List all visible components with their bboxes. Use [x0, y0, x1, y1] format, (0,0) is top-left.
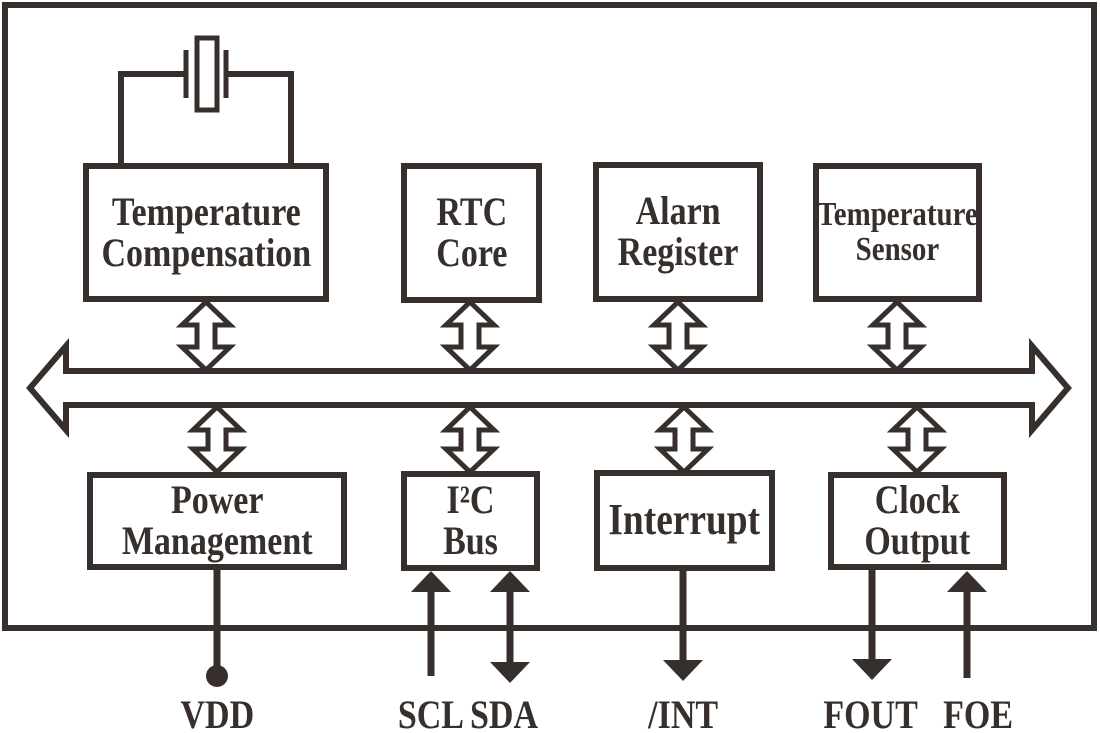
pin-label-vdd: VDD — [162, 692, 272, 733]
sda-arrowhead-up-icon — [490, 571, 530, 592]
pin-label-text: SDA — [469, 692, 539, 733]
bus-link-clock-output — [886, 403, 948, 476]
bus-link-alarn-register — [647, 298, 709, 374]
block-label: Interrupt — [608, 495, 761, 545]
block-interrupt: Interrupt — [594, 470, 775, 571]
block-label: Temperature Sensor — [817, 195, 978, 268]
pin-label-text: FOE — [943, 692, 1013, 733]
block-label: Alarn Register — [617, 188, 739, 274]
block-label: I²C Bus — [443, 477, 512, 563]
block-temperature-sensor: Temperature Sensor — [813, 163, 982, 302]
pin-label-text: VDD — [180, 692, 254, 733]
pin-scl — [411, 571, 451, 676]
block-rtc-core: RTC Core — [401, 163, 542, 303]
crystal-wire-right — [226, 71, 294, 166]
pin-label-text: SCL — [397, 692, 465, 733]
foe-arrowhead-up-icon — [947, 571, 987, 592]
pin-fout — [852, 570, 892, 680]
block-temperature-compensation: Temperature Compensation — [83, 163, 329, 302]
pin-foe — [947, 571, 987, 678]
pin-label-scl: SCL — [376, 692, 486, 733]
int-arrowhead-down-icon — [663, 660, 703, 681]
pin-label-text: FOUT — [823, 692, 919, 733]
crystal-body — [194, 35, 220, 113]
bus-link-temperature-sensor — [866, 298, 928, 374]
block-i2c-bus: I²C Bus — [401, 471, 540, 571]
bus-link-interrupt — [653, 403, 715, 476]
pin-label-sda: SDA — [449, 692, 559, 733]
pin-label-foe: FOE — [923, 692, 1033, 733]
block-clock-output: Clock Output — [828, 472, 1007, 570]
internal-bus-arrow — [26, 337, 1072, 439]
block-label: Power Management — [121, 477, 313, 563]
block-label: RTC Core — [435, 189, 508, 275]
bus-link-temperature-compensation — [175, 298, 237, 374]
fout-arrowhead-down-icon — [852, 659, 892, 680]
pin-label-text: /INT — [648, 692, 718, 733]
block-label: Clock Output — [864, 477, 971, 563]
block-power-management: Power Management — [87, 472, 347, 570]
pin-sda — [490, 571, 530, 683]
chip-boundary — [2, 2, 1097, 631]
scl-arrowhead-up-icon — [411, 571, 451, 592]
vdd-pad-dot-icon — [206, 665, 228, 687]
bus-link-i2c-bus — [439, 403, 501, 476]
crystal-wire-left — [118, 71, 186, 166]
block-label: Temperature Compensation — [101, 188, 311, 275]
bus-link-power-management — [186, 403, 248, 476]
pin-label-fout: FOUT — [816, 692, 926, 733]
pin-label-int: /INT — [628, 692, 738, 733]
crystal-oscillator-icon — [118, 35, 294, 166]
sda-arrowhead-down-icon — [490, 662, 530, 683]
pin-int — [663, 571, 703, 681]
pin-vdd — [206, 570, 228, 687]
block-alarn-register: Alarn Register — [593, 162, 763, 302]
bus-link-rtc-core — [439, 298, 501, 374]
